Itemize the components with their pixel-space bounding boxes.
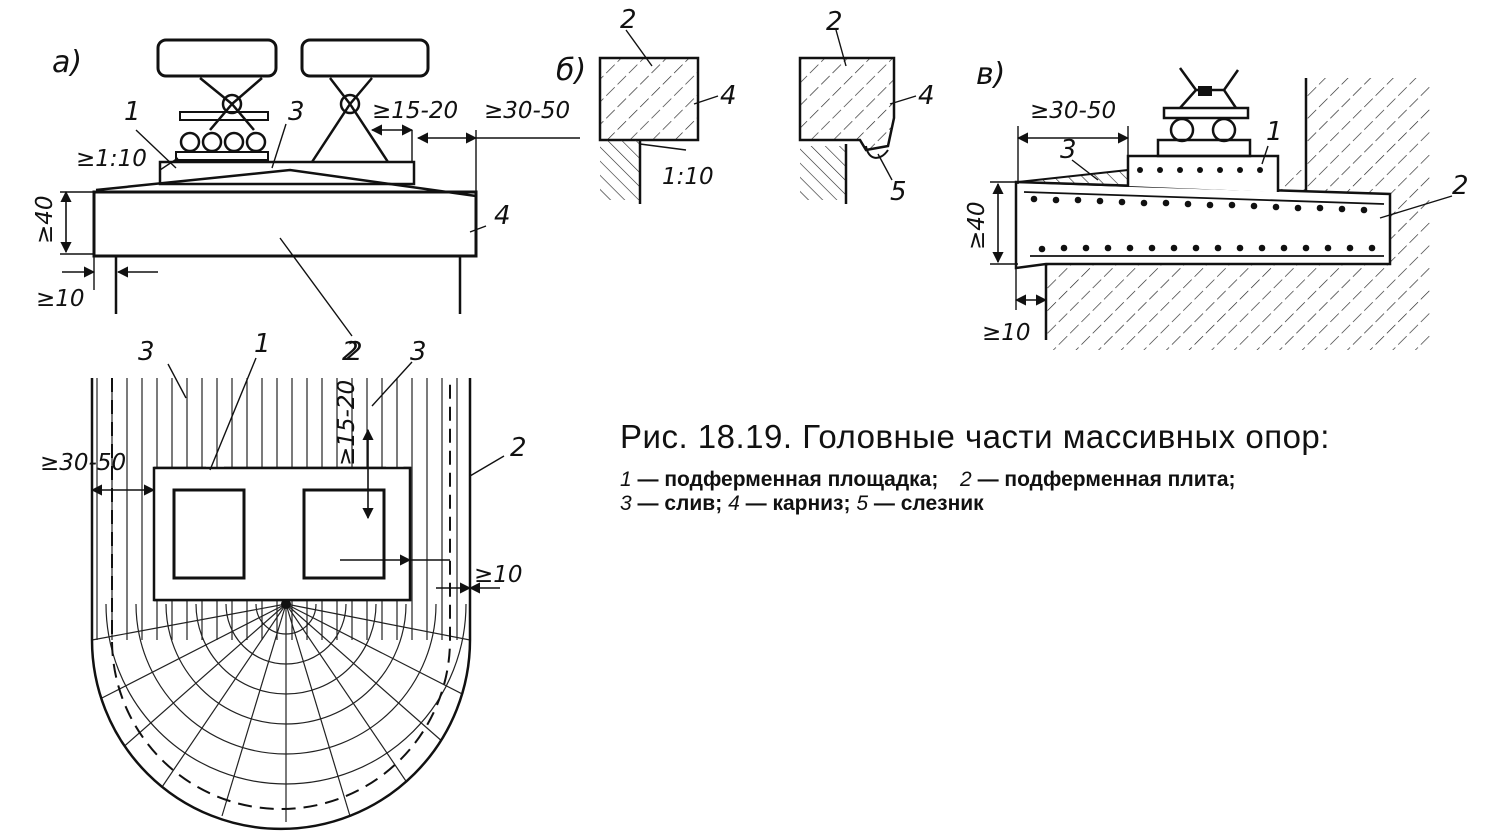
plan-dim-30-50: ≥30-50 <box>40 450 126 476</box>
panel-b-label: б) <box>556 53 586 88</box>
callout-4: 4 <box>494 201 511 231</box>
legend-text-1: подферменная площадка; <box>664 468 939 491</box>
caption-legend: 1 — подферменная площадка; 2 — подфермен… <box>620 468 1490 516</box>
b-left-callout-4: 4 <box>720 81 737 111</box>
plan-dim-10: ≥10 <box>474 562 523 588</box>
dim-30-50: ≥30-50 <box>484 98 570 124</box>
cornice-slab-right <box>798 56 896 152</box>
plan-slab-dashed <box>111 378 451 810</box>
bearing-pad-section <box>1126 154 1280 192</box>
panel-v-label: в) <box>976 57 1005 92</box>
v-dim-40: ≥40 <box>964 201 990 250</box>
legend-num-4: 4 <box>728 492 740 515</box>
legend-num-1: 1 <box>620 468 632 491</box>
plan-bearing-right <box>302 488 386 580</box>
rebar-top <box>1030 195 1368 214</box>
legend-num-3: 3 <box>620 492 632 515</box>
legend-text-3: слив; <box>664 492 723 515</box>
v-callout-3: 3 <box>1060 135 1077 165</box>
b-slope: 1:10 <box>662 164 714 190</box>
cornice-slab-left <box>598 56 700 142</box>
callout-3: 3 <box>288 97 305 127</box>
legend-line-2: 3 — слив; 4 — карниз; 5 — слезник <box>620 492 1490 516</box>
plan-callout-1: 1 <box>254 329 271 359</box>
plan-bearing-left <box>172 488 246 580</box>
panel-v-section: в) <box>964 57 1469 350</box>
bearing-rollers <box>179 131 267 153</box>
drip-groove <box>865 145 889 159</box>
drainage-slope <box>95 168 477 198</box>
legend-dash-3: — <box>637 492 659 515</box>
legend-dash-1: — <box>637 468 659 491</box>
legend-line-1: 1 — подферменная площадка; 2 — подфермен… <box>620 468 1490 492</box>
legend-dash-4: — <box>745 492 767 515</box>
radial-grid <box>92 603 470 822</box>
panel-b-cornice-details: б) 2 4 1:10 2 4 5 <box>556 5 935 207</box>
dim-15-20: ≥15-20 <box>372 98 458 124</box>
dim-40: ≥40 <box>32 195 58 244</box>
caption-title: Рис. 18.19. Головные части массивных опо… <box>620 418 1330 455</box>
bearing-block-left <box>156 38 278 78</box>
cap-slab <box>92 190 478 258</box>
plan-dim-15-20: ≥15-20 <box>334 380 360 466</box>
dim-10: ≥10 <box>36 286 85 312</box>
v-dim-30-50: ≥30-50 <box>1030 98 1116 124</box>
legend-text-4: карниз; <box>772 492 851 515</box>
plan-callout-3b: 3 <box>410 337 427 367</box>
panel-a-plan: ≥30-50 ≥15-20 ≥10 3 1 2 3 2 <box>40 329 527 831</box>
legend-num-2: 2 <box>960 468 972 491</box>
plan-callout-2a: 2 <box>342 337 359 367</box>
v-callout-2: 2 <box>1452 171 1469 201</box>
plan-outline <box>90 378 472 831</box>
legend-dash-2: — <box>977 468 999 491</box>
panel-a-elevation: а) <box>32 38 580 367</box>
callout-2: 2 <box>346 337 363 367</box>
plan-callout-3a: 3 <box>138 337 155 367</box>
dim-slope: ≥1:10 <box>76 146 147 172</box>
panel-a-label: а) <box>52 45 82 80</box>
legend-text-5: слезник <box>900 492 984 515</box>
plan-callout-2b: 2 <box>510 433 527 463</box>
legend-dash-5: — <box>873 492 895 515</box>
b-right-callout-5: 5 <box>890 177 907 207</box>
callout-1: 1 <box>124 97 141 127</box>
legend-num-5: 5 <box>856 492 869 515</box>
abutment-wall <box>1046 78 1430 350</box>
v-callout-1: 1 <box>1266 117 1283 147</box>
plan-bearing-pad <box>152 466 412 602</box>
figure-caption: Рис. 18.19. Головные части массивных опо… <box>620 418 1490 516</box>
bearing-pad <box>158 160 416 186</box>
pier-wall-left <box>600 140 640 200</box>
b-right-callout-2: 2 <box>826 7 843 37</box>
b-left-callout-2: 2 <box>620 5 637 35</box>
rebar-bottom <box>1038 244 1376 253</box>
legend-text-2: подферменная плита; <box>1004 468 1236 491</box>
v-dim-10: ≥10 <box>982 320 1031 346</box>
pier-wall-right <box>800 146 846 200</box>
bearing-block-right <box>300 38 430 78</box>
b-right-callout-4: 4 <box>918 81 935 111</box>
drainage-section <box>1017 168 1129 188</box>
